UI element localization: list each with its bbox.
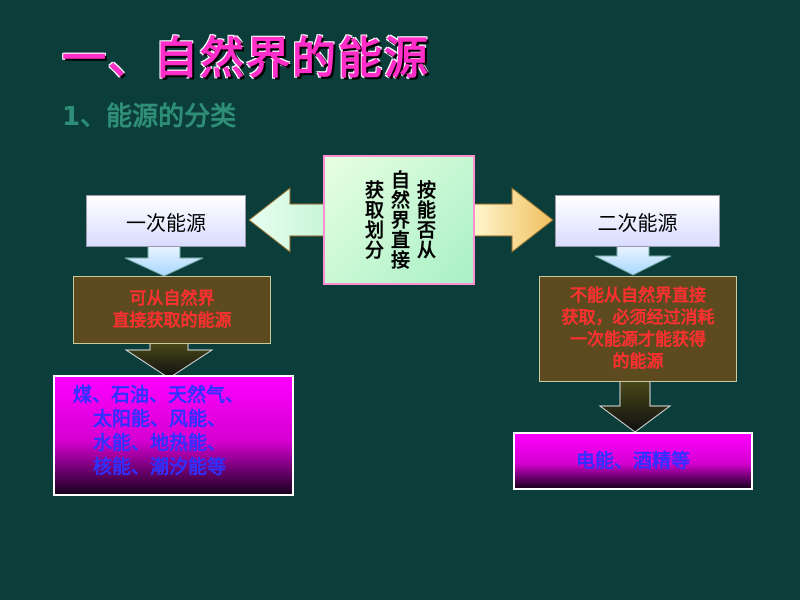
primary-definition-box: 可从自然界 直接获取的能源: [73, 276, 271, 344]
secondary-definition-line-4: 的能源: [612, 352, 664, 372]
primary-example-line-1: 煤、石油、天然气、: [73, 384, 245, 406]
primary-example-line-3: 水能、地热能、: [93, 432, 227, 454]
page-title: 一、自然界的能源: [62, 33, 430, 84]
secondary-dark-arrow: [598, 379, 672, 433]
classification-criterion: 按能否从 自然界直接 获取划分: [323, 155, 475, 285]
primary-energy-box: 一次能源: [86, 195, 246, 247]
secondary-definition-line-3: 一次能源才能获得: [570, 330, 706, 350]
primary-example-line-4: 核能、潮汐能等: [93, 456, 227, 478]
secondary-examples-box: 电能、酒精等: [513, 432, 753, 490]
left-arrow: [248, 186, 326, 254]
primary-definition-line-2: 直接获取的能源: [112, 311, 232, 331]
criterion-line-3: 获取划分: [362, 180, 384, 260]
secondary-energy-box: 二次能源: [555, 195, 720, 247]
secondary-definition-box: 不能从自然界直接 获取，必须经过消耗 一次能源才能获得 的能源: [539, 276, 737, 382]
right-arrow: [473, 186, 554, 254]
secondary-down-arrow: [594, 245, 672, 276]
secondary-definition-line-1: 不能从自然界直接: [570, 286, 706, 306]
secondary-example-line-1: 电能、酒精等: [575, 450, 690, 472]
primary-examples-box: 煤、石油、天然气、 太阳能、风能、 水能、地热能、 核能、潮汐能等: [53, 375, 294, 496]
primary-definition-line-1: 可从自然界: [129, 289, 215, 309]
secondary-definition-line-2: 获取，必须经过消耗: [561, 308, 715, 328]
page-subtitle: 1、能源的分类: [62, 102, 237, 132]
criterion-line-2: 自然界直接: [388, 170, 410, 270]
criterion-line-1: 按能否从: [414, 180, 436, 260]
primary-example-line-2: 太阳能、风能、: [93, 408, 227, 430]
primary-down-arrow: [124, 245, 204, 277]
primary-dark-arrow: [124, 341, 214, 379]
